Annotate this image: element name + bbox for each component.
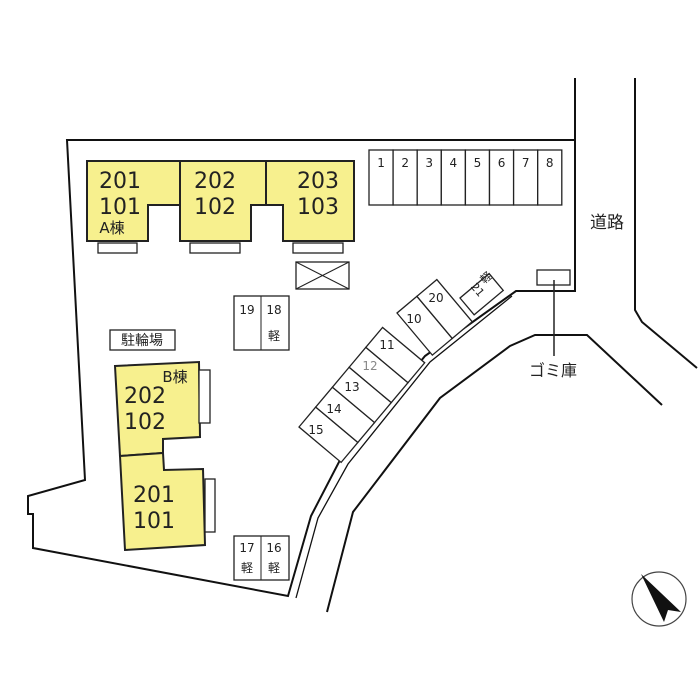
- parking-space-number: 19: [239, 303, 254, 317]
- unit-number: 202: [194, 169, 236, 194]
- unit-number: 201: [133, 483, 175, 508]
- parking-space-number: 7: [522, 156, 530, 170]
- balcony: [97, 242, 138, 254]
- unit-number: 103: [297, 195, 339, 220]
- parking-space-number: 3: [425, 156, 433, 170]
- parking-19-18: 19 18 軽: [233, 295, 290, 351]
- parking-row-upper: [396, 278, 474, 357]
- bicycle-parking-label: 駐輪場: [121, 332, 163, 349]
- parking-space-number: 4: [450, 156, 458, 170]
- unit-number: 201: [99, 169, 141, 194]
- parking-space-number: 18: [266, 303, 281, 317]
- parking-17-16: 17 16 軽 軽: [233, 535, 290, 581]
- kei-label: 軽: [268, 561, 280, 575]
- building-b-unit-lower: [118, 451, 207, 552]
- parking-space-number: 11: [379, 338, 394, 352]
- building-a: 201 101 A棟 202 102 203 103: [86, 160, 355, 254]
- parking-space-number: 15: [308, 423, 323, 437]
- curb-line: [295, 295, 513, 599]
- bicycle-parking-box: [109, 329, 176, 351]
- parking-space-number: 14: [326, 402, 341, 416]
- road-edge-right: [634, 78, 698, 369]
- parking-space-number: 2: [401, 156, 409, 170]
- unit-number: 102: [194, 195, 236, 220]
- parking-row-top: 1 2 3 4 5 6 7 8: [368, 149, 563, 206]
- parking-space-number: 12: [362, 359, 377, 373]
- unit-number: 101: [99, 195, 141, 220]
- unit-number: 101: [133, 509, 175, 534]
- parking-space: [464, 149, 491, 206]
- parking-space-number: 16: [266, 541, 281, 555]
- parking-space-number: 5: [474, 156, 482, 170]
- building-a-unit-3: [265, 160, 355, 242]
- parking-space: [488, 149, 515, 206]
- balcony: [204, 478, 216, 533]
- parking-space: [537, 149, 563, 206]
- balcony: [189, 242, 241, 254]
- road-edge-lower: [326, 334, 663, 613]
- building-b: B棟 202 102 201 101: [113, 360, 216, 552]
- parking-row-curve: [298, 326, 426, 464]
- parking-space-number: 20: [428, 291, 443, 305]
- north-arrow-icon: [631, 571, 687, 627]
- parking-space-number: 13: [344, 380, 359, 394]
- balcony: [292, 242, 344, 254]
- building-a-label: A棟: [99, 219, 124, 237]
- site-boundary: [27, 78, 576, 598]
- parking-space-number: 10: [406, 312, 421, 326]
- road-label: 道路: [590, 213, 624, 233]
- parking-space: [440, 149, 467, 206]
- unit-number: 203: [297, 169, 339, 194]
- x-marked-area: [295, 261, 350, 290]
- unit-number: 102: [124, 410, 166, 435]
- kei-label: 軽: [268, 329, 280, 343]
- parking-space: [416, 149, 442, 206]
- garbage-label: ゴミ庫: [529, 361, 577, 380]
- parking-space-number: 8: [546, 156, 554, 170]
- building-b-label: B棟: [162, 368, 187, 386]
- unit-number: 202: [124, 384, 166, 409]
- kei-label: 軽: [241, 561, 253, 575]
- parking-21: 21 軽: [459, 269, 505, 316]
- parking-space-number: 1: [377, 156, 385, 170]
- parking-space-number: 17: [239, 541, 254, 555]
- balcony: [198, 369, 211, 424]
- parking-space-number: 6: [498, 156, 506, 170]
